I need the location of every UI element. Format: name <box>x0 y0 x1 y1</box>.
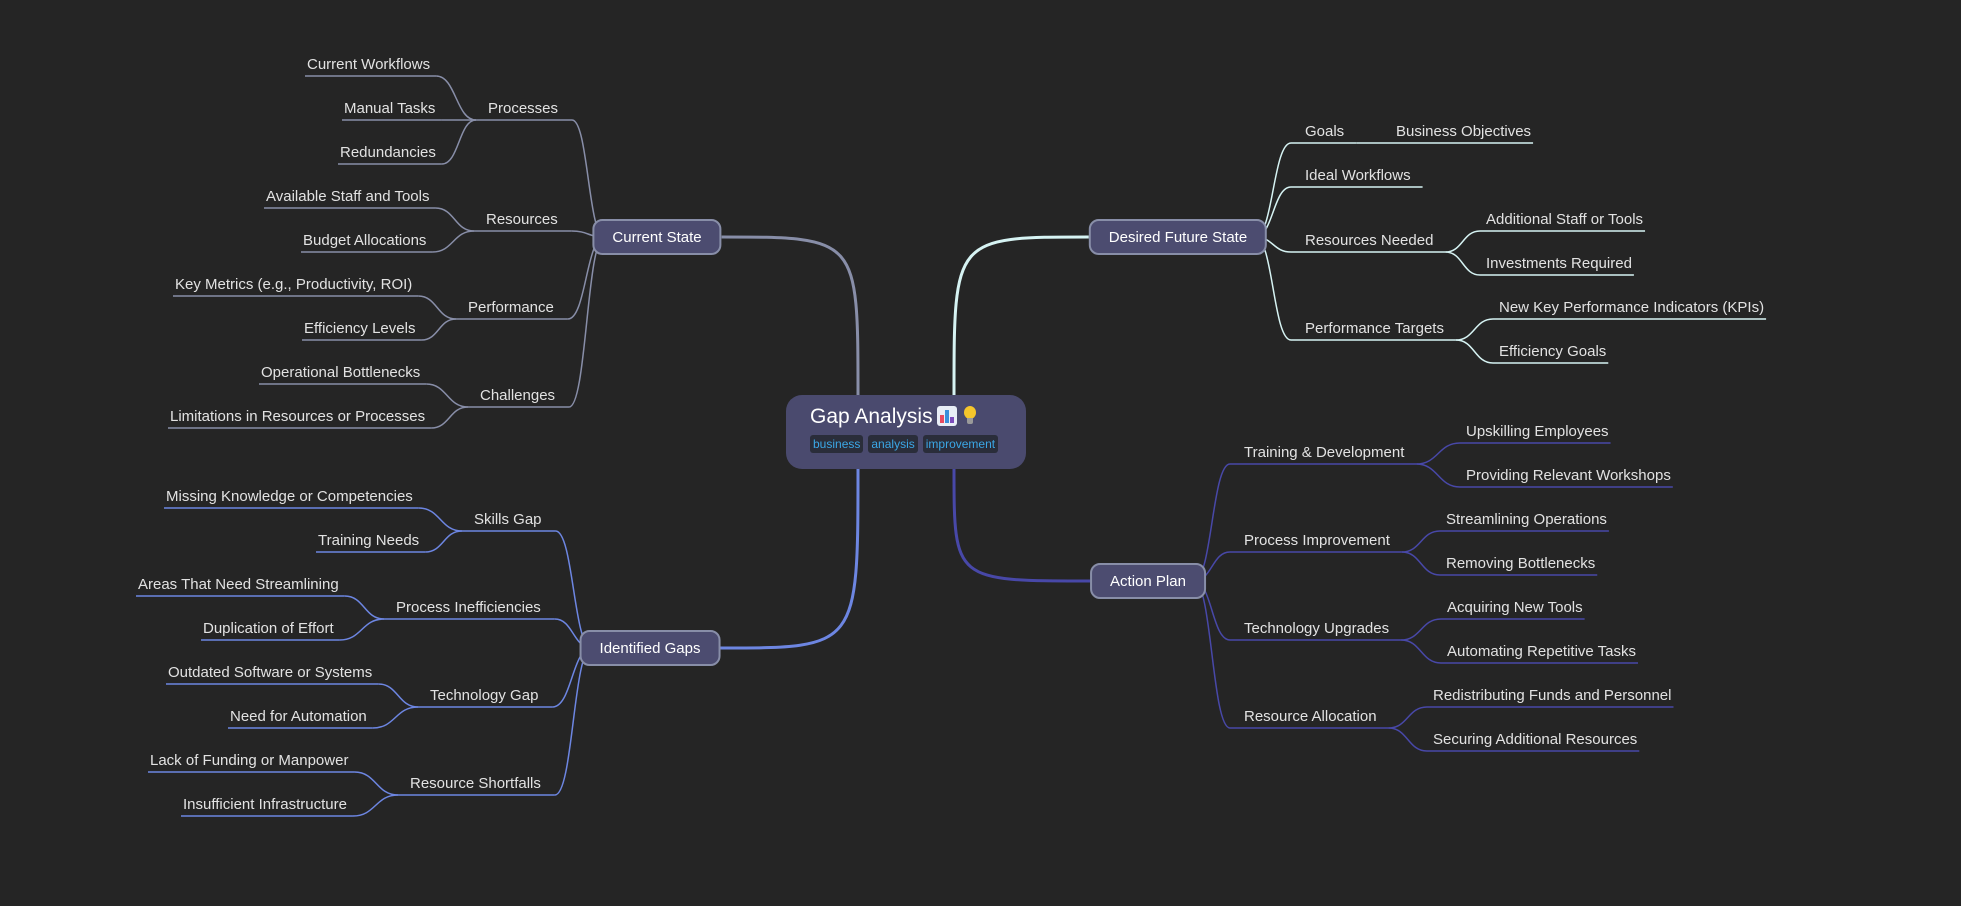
tag-business[interactable]: business <box>810 435 864 453</box>
sub-node-challenges[interactable]: Challenges <box>480 387 556 404</box>
leaf-node-workshops[interactable]: Providing Relevant Workshops <box>1466 467 1671 484</box>
tag-analysis[interactable]: analysis <box>868 435 918 453</box>
root-title: Gap Analysis <box>810 405 933 428</box>
leaf-node-budget-allocations[interactable]: Budget Allocations <box>303 232 427 249</box>
leaf-node-duplication[interactable]: Duplication of Effort <box>203 620 334 637</box>
link-future-leaf-2-0 <box>1445 230 1481 253</box>
sub-node-technology-upgrades[interactable]: Technology Upgrades <box>1244 620 1390 637</box>
link-action-leaf-0-1 <box>1416 463 1461 488</box>
leaf-node-efficiency-levels[interactable]: Efficiency Levels <box>304 320 416 337</box>
link-current-leaf-3-1 <box>431 406 469 429</box>
bar-chart-icon <box>936 406 957 426</box>
leaf-node-investments-required[interactable]: Investments Required <box>1486 255 1632 272</box>
sub-node-resources[interactable]: Resources <box>486 211 558 228</box>
leaf-node-business-objectives[interactable]: Business Objectives <box>1396 123 1532 140</box>
link-gaps-leaf-1-1 <box>339 618 385 641</box>
leaf-node-automating-tasks[interactable]: Automating Repetitive Tasks <box>1447 643 1636 660</box>
link-gaps-sub-3 <box>554 647 592 796</box>
link-future-leaf-3-0 <box>1455 318 1494 341</box>
link-current-leaf-2-1 <box>421 318 457 341</box>
leaf-node-securing-resources[interactable]: Securing Additional Resources <box>1433 731 1638 748</box>
leaf-node-lack-funding[interactable]: Lack of Funding or Manpower <box>150 752 349 769</box>
leaf-node-available-staff[interactable]: Available Staff and Tools <box>266 188 430 205</box>
link-action-leaf-3-0 <box>1388 706 1428 729</box>
branch-action-plan[interactable]: Action Plan <box>1090 563 1206 599</box>
branch-desired-future-state[interactable]: Desired Future State <box>1088 219 1268 255</box>
branch-current-state[interactable]: Current State <box>592 219 722 255</box>
leaf-node-removing-bottlenecks[interactable]: Removing Bottlenecks <box>1446 555 1596 572</box>
sub-node-resource-allocation[interactable]: Resource Allocation <box>1244 708 1377 725</box>
leaf-node-redundancies[interactable]: Redundancies <box>340 144 436 161</box>
leaf-node-operational-bottlenecks[interactable]: Operational Bottlenecks <box>261 364 421 381</box>
link-action-sub-3 <box>1193 580 1231 729</box>
root-node[interactable]: Gap Analysis business analysis improveme… <box>786 395 1026 469</box>
link-root-future <box>952 235 1089 396</box>
link-action-leaf-1-0 <box>1401 530 1441 553</box>
sub-node-processes[interactable]: Processes <box>488 100 559 117</box>
link-current-leaf-1-0 <box>435 207 475 232</box>
leaf-node-acquiring-tools[interactable]: Acquiring New Tools <box>1447 599 1583 616</box>
sub-node-skills-gap[interactable]: Skills Gap <box>474 511 542 528</box>
link-current-leaf-1-1 <box>432 230 475 253</box>
sub-node-performance[interactable]: Performance <box>468 299 554 316</box>
tag-improvement[interactable]: improvement <box>922 435 999 453</box>
leaf-node-insufficient-infrastructure[interactable]: Insufficient Infrastructure <box>183 796 347 813</box>
link-current-sub-3 <box>568 236 605 408</box>
leaf-node-need-automation[interactable]: Need for Automation <box>230 708 367 725</box>
link-action-leaf-2-0 <box>1401 618 1442 641</box>
link-action-leaf-2-1 <box>1401 639 1442 664</box>
link-current-leaf-0-0 <box>435 75 477 121</box>
sub-node-ideal-workflows[interactable]: Ideal Workflows <box>1305 167 1411 184</box>
sub-node-training-development[interactable]: Training & Development <box>1244 444 1405 461</box>
sub-node-resources-needed[interactable]: Resources Needed <box>1305 232 1434 249</box>
link-root-gaps <box>720 468 860 650</box>
link-gaps-leaf-0-1 <box>425 530 463 553</box>
leaf-node-streamlining-operations[interactable]: Streamlining Operations <box>1446 511 1607 528</box>
leaf-node-upskilling[interactable]: Upskilling Employees <box>1466 423 1609 440</box>
leaf-node-additional-staff[interactable]: Additional Staff or Tools <box>1486 211 1644 228</box>
root-title-row: Gap Analysis <box>810 403 1002 431</box>
leaf-node-key-metrics[interactable]: Key Metrics (e.g., Productivity, ROI) <box>175 276 413 293</box>
link-action-leaf-0-0 <box>1416 442 1461 465</box>
link-gaps-leaf-1-0 <box>344 595 385 620</box>
leaf-node-efficiency-goals[interactable]: Efficiency Goals <box>1499 343 1607 360</box>
link-current-leaf-0-2 <box>441 119 477 165</box>
leaf-node-training-needs[interactable]: Training Needs <box>318 532 420 549</box>
sub-node-process-inefficiencies[interactable]: Process Inefficiencies <box>396 599 541 616</box>
link-future-leaf-3-1 <box>1455 339 1494 364</box>
branch-identified-gaps[interactable]: Identified Gaps <box>579 630 721 666</box>
link-action-leaf-1-1 <box>1401 551 1441 576</box>
link-root-current <box>721 235 860 396</box>
link-action-leaf-3-1 <box>1388 727 1428 752</box>
link-gaps-leaf-0-0 <box>418 507 463 532</box>
sub-node-process-improvement[interactable]: Process Improvement <box>1244 532 1390 549</box>
leaf-node-missing-knowledge[interactable]: Missing Knowledge or Competencies <box>166 488 413 505</box>
link-gaps-leaf-3-0 <box>354 771 399 796</box>
leaf-node-redistributing-funds[interactable]: Redistributing Funds and Personnel <box>1433 687 1672 704</box>
leaf-node-current-workflows[interactable]: Current Workflows <box>307 56 431 73</box>
link-future-leaf-2-1 <box>1445 251 1481 276</box>
leaf-node-manual-tasks[interactable]: Manual Tasks <box>344 100 436 117</box>
leaf-node-limitations[interactable]: Limitations in Resources or Processes <box>170 408 426 425</box>
sub-node-resource-shortfalls[interactable]: Resource Shortfalls <box>410 775 541 792</box>
light-bulb-icon <box>963 406 977 426</box>
link-gaps-leaf-2-1 <box>372 706 419 729</box>
link-gaps-leaf-2-0 <box>378 683 419 708</box>
sub-node-goals[interactable]: Goals <box>1305 123 1345 140</box>
link-gaps-leaf-3-1 <box>352 794 399 817</box>
root-tags: business analysis improvement <box>810 435 1002 453</box>
leaf-node-new-kpis[interactable]: New Key Performance Indicators (KPIs) <box>1499 299 1765 316</box>
sub-node-performance-targets[interactable]: Performance Targets <box>1305 320 1444 337</box>
link-current-leaf-3-0 <box>426 383 469 408</box>
leaf-node-outdated-software[interactable]: Outdated Software or Systems <box>168 664 373 681</box>
link-current-leaf-2-0 <box>418 295 457 320</box>
link-root-action <box>952 468 1091 583</box>
sub-node-technology-gap[interactable]: Technology Gap <box>430 687 539 704</box>
leaf-node-areas-streamlining[interactable]: Areas That Need Streamlining <box>138 576 339 593</box>
